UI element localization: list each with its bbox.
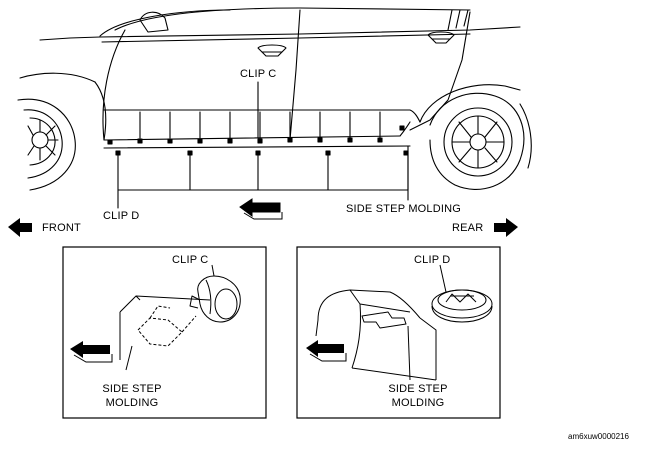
detail-right-clip-label: CLIP D [414, 254, 451, 266]
label-clip-c: CLIP C [240, 68, 277, 80]
clip-d-markers [115, 150, 409, 156]
detail-box-clip-c [62, 246, 267, 419]
label-side-step-molding: SIDE STEP MOLDING [346, 203, 462, 215]
arrow-front-icon [239, 198, 283, 220]
detail-left-molding-line2: MOLDING [105, 397, 159, 409]
label-clip-d: CLIP D [103, 210, 140, 222]
figure-code: am6xuw0000216 [568, 432, 629, 441]
rear-arrow-icon [494, 218, 518, 237]
front-arrow-icon [8, 218, 32, 237]
clip-c-markers [107, 125, 405, 145]
car-body [19, 7, 521, 141]
rear-wheel [429, 92, 532, 190]
detail-left-clip-label: CLIP C [172, 254, 209, 266]
detail-box-clip-d [296, 246, 501, 419]
detail-right-molding-line1: SIDE STEP [388, 383, 448, 395]
label-front: FRONT [42, 222, 81, 234]
label-rear: REAR [452, 222, 484, 234]
front-wheel [17, 98, 76, 191]
detail-left-molding-line1: SIDE STEP [102, 383, 162, 395]
detail-right-molding-line2: MOLDING [391, 397, 445, 409]
